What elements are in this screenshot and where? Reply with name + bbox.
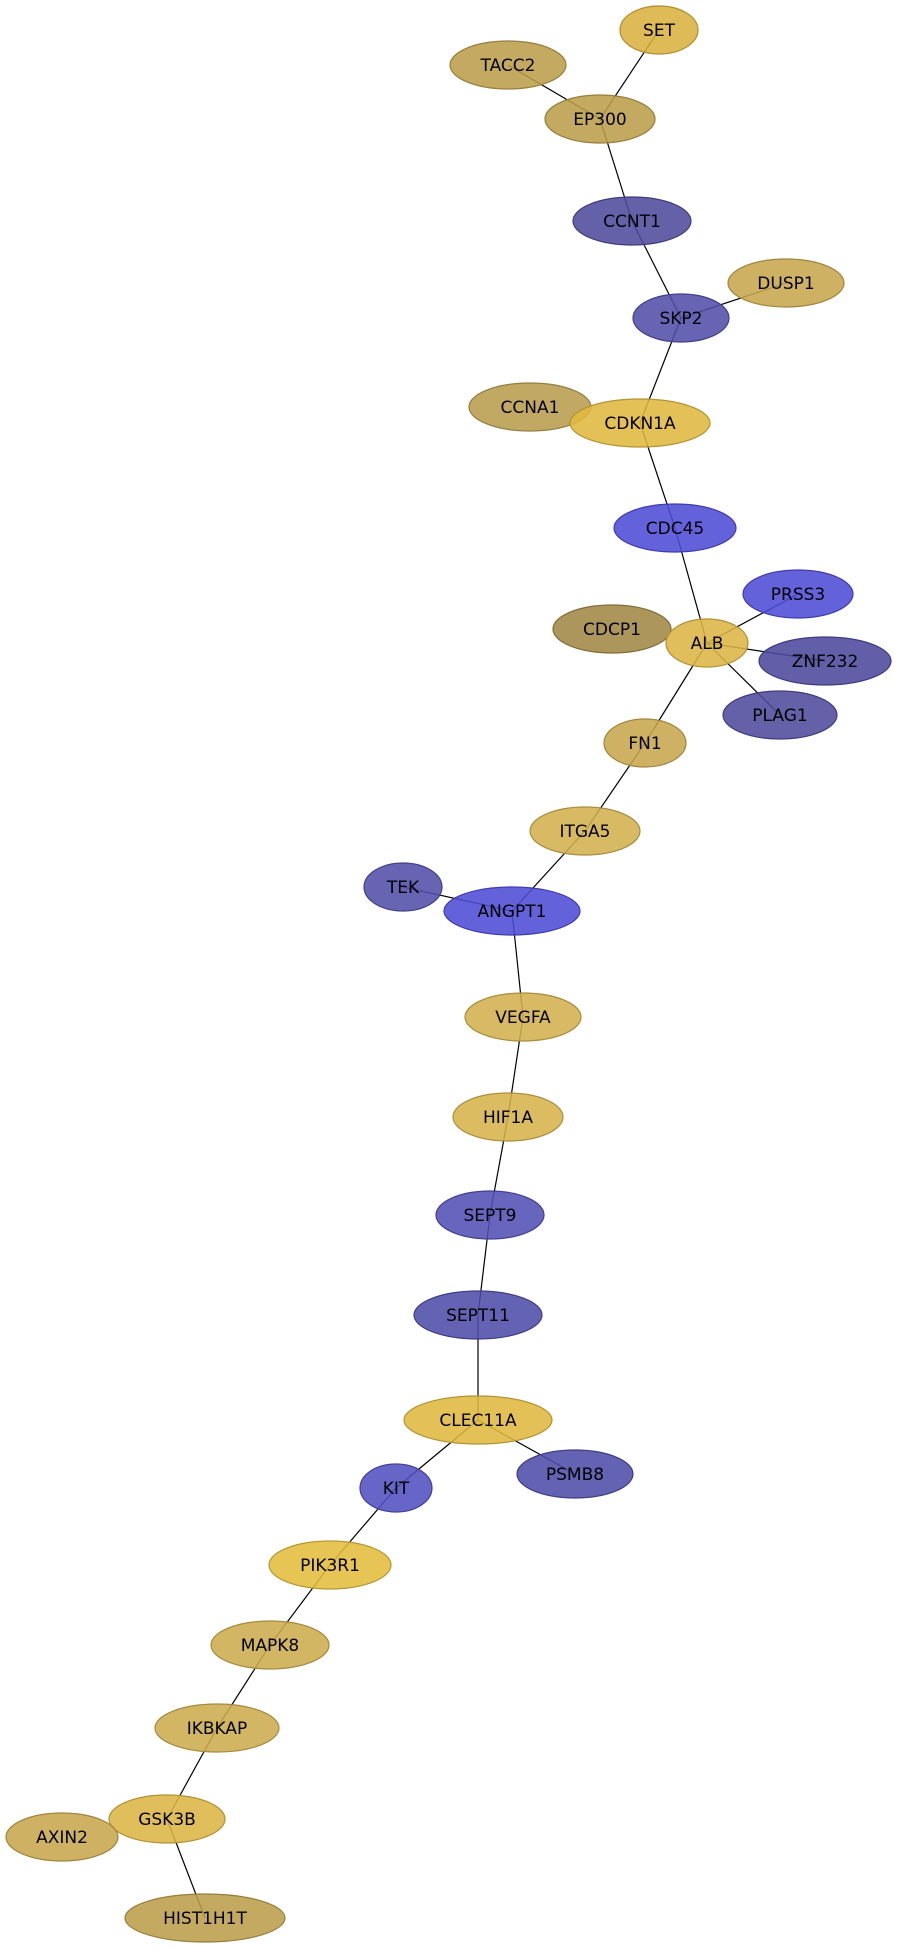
node-label: KIT xyxy=(383,1479,410,1499)
node-znf232[interactable]: ZNF232 xyxy=(758,636,892,686)
node-shape xyxy=(359,1463,433,1513)
node-shape xyxy=(443,886,581,936)
node-label: TACC2 xyxy=(480,56,536,76)
node-cdkn1a[interactable]: CDKN1A xyxy=(569,398,711,448)
node-hif1a[interactable]: HIF1A xyxy=(452,1092,564,1142)
node-shape xyxy=(210,1620,330,1670)
node-label: EP300 xyxy=(573,110,626,130)
node-label: CDC45 xyxy=(646,519,704,539)
node-label: ZNF232 xyxy=(792,652,859,672)
node-psmb8[interactable]: PSMB8 xyxy=(516,1449,634,1499)
node-shape xyxy=(124,1893,286,1943)
node-label: PRSS3 xyxy=(771,585,825,605)
node-shape xyxy=(363,862,443,912)
node-shape xyxy=(613,503,737,553)
node-label: CCNT1 xyxy=(603,212,661,232)
node-shape xyxy=(572,196,692,246)
node-label: HIST1H1T xyxy=(163,1909,247,1929)
node-label: HIF1A xyxy=(483,1108,533,1128)
node-dusp1[interactable]: DUSP1 xyxy=(727,258,845,308)
node-shape xyxy=(435,1190,545,1240)
node-shape xyxy=(742,569,854,619)
node-shape xyxy=(665,618,749,668)
node-prss3[interactable]: PRSS3 xyxy=(742,569,854,619)
node-label: DUSP1 xyxy=(757,274,814,294)
node-label: PLAG1 xyxy=(752,706,807,726)
node-shape xyxy=(722,690,838,740)
node-angpt1[interactable]: ANGPT1 xyxy=(443,886,581,936)
node-label: CDCP1 xyxy=(583,620,641,640)
node-set[interactable]: SET xyxy=(619,5,699,55)
node-label: SEPT11 xyxy=(446,1306,510,1326)
node-plag1[interactable]: PLAG1 xyxy=(722,690,838,740)
node-vegfa[interactable]: VEGFA xyxy=(464,992,582,1042)
node-gsk3b[interactable]: GSK3B xyxy=(108,1794,226,1844)
node-label: CDKN1A xyxy=(604,414,676,434)
node-sept9[interactable]: SEPT9 xyxy=(435,1190,545,1240)
node-cdc45[interactable]: CDC45 xyxy=(613,503,737,553)
node-shape xyxy=(449,40,567,90)
node-label: FN1 xyxy=(628,734,661,754)
node-label: SET xyxy=(643,21,676,41)
node-label: ALB xyxy=(691,634,724,654)
node-label: GSK3B xyxy=(138,1810,196,1830)
node-shape xyxy=(154,1703,280,1753)
node-label: PSMB8 xyxy=(546,1465,604,1485)
node-skp2[interactable]: SKP2 xyxy=(632,293,730,343)
node-sept11[interactable]: SEPT11 xyxy=(413,1290,543,1340)
node-mapk8[interactable]: MAPK8 xyxy=(210,1620,330,1670)
node-shape xyxy=(603,718,687,768)
node-shape xyxy=(758,636,892,686)
node-label: TEK xyxy=(386,878,420,898)
node-alb[interactable]: ALB xyxy=(665,618,749,668)
node-kit[interactable]: KIT xyxy=(359,1463,433,1513)
node-ep300[interactable]: EP300 xyxy=(544,94,656,144)
node-shape xyxy=(403,1395,553,1445)
node-shape xyxy=(619,5,699,55)
node-shape xyxy=(464,992,582,1042)
node-label: SKP2 xyxy=(659,309,702,329)
node-fn1[interactable]: FN1 xyxy=(603,718,687,768)
node-cdcp1[interactable]: CDCP1 xyxy=(552,604,672,654)
node-shape xyxy=(268,1540,392,1590)
node-label: CLEC11A xyxy=(439,1411,517,1431)
node-ikbkap[interactable]: IKBKAP xyxy=(154,1703,280,1753)
node-label: MAPK8 xyxy=(241,1636,300,1656)
node-shape xyxy=(413,1290,543,1340)
node-tacc2[interactable]: TACC2 xyxy=(449,40,567,90)
node-shape xyxy=(452,1092,564,1142)
node-label: CCNA1 xyxy=(501,398,560,418)
node-label: IKBKAP xyxy=(187,1719,248,1739)
node-shape xyxy=(727,258,845,308)
node-ccnt1[interactable]: CCNT1 xyxy=(572,196,692,246)
node-clec11a[interactable]: CLEC11A xyxy=(403,1395,553,1445)
node-label: ITGA5 xyxy=(559,822,610,842)
node-shape xyxy=(552,604,672,654)
node-label: SEPT9 xyxy=(464,1206,517,1226)
node-label: VEGFA xyxy=(495,1008,551,1028)
node-pik3r1[interactable]: PIK3R1 xyxy=(268,1540,392,1590)
node-axin2[interactable]: AXIN2 xyxy=(5,1812,119,1862)
node-label: ANGPT1 xyxy=(478,902,547,922)
node-shape xyxy=(632,293,730,343)
node-label: AXIN2 xyxy=(36,1828,88,1848)
node-shape xyxy=(569,398,711,448)
node-shape xyxy=(529,806,641,856)
node-label: PIK3R1 xyxy=(300,1556,360,1576)
node-itga5[interactable]: ITGA5 xyxy=(529,806,641,856)
node-shape xyxy=(108,1794,226,1844)
node-shape xyxy=(544,94,656,144)
node-shape xyxy=(516,1449,634,1499)
node-hist1h1t[interactable]: HIST1H1T xyxy=(124,1893,286,1943)
node-shape xyxy=(5,1812,119,1862)
node-ccna1[interactable]: CCNA1 xyxy=(468,382,592,432)
node-tek[interactable]: TEK xyxy=(363,862,443,912)
